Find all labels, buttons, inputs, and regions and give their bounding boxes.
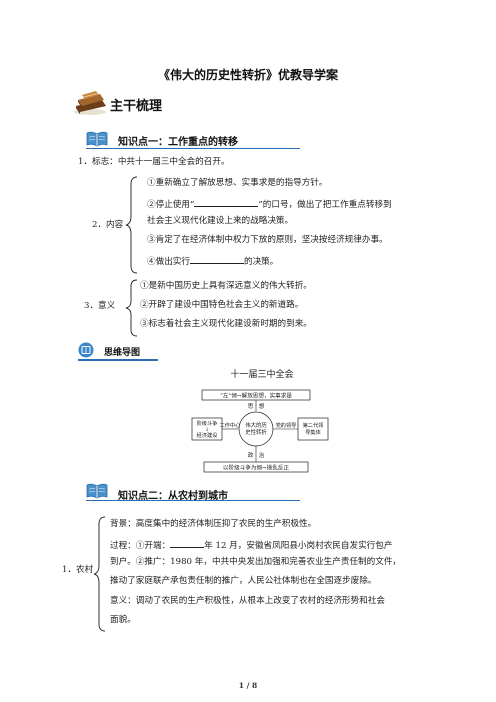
open-book-icon <box>86 483 108 499</box>
fill-blank[interactable] <box>170 538 205 548</box>
mindmap-box-left-1: 阶级斗争 <box>197 419 218 427</box>
kp1-item2-line2: ②停止使用“”的口号，做出了把工作重点转移到 <box>147 197 392 211</box>
kp2-line2: 过程：①开端：年 12 月，安徽省凤阳县小岗村农民自发实行包产 <box>110 538 392 552</box>
page-number: 1 / 8 <box>238 681 258 690</box>
open-book-icon <box>86 131 108 147</box>
fill-blank[interactable] <box>194 197 259 207</box>
kp2-heading: 知识点二：从农村到城市 <box>118 491 228 502</box>
brace-icon <box>125 176 138 274</box>
mindmap-diagram: 十一届三中全会 “左”倾→解放思想，实事求是 思 想 阶级斗争 ↓ 经济建设 工… <box>191 368 329 473</box>
mindmap-work: 工作中心 <box>220 421 241 429</box>
kp1-heading: 知识点一：工作重点的转移 <box>118 137 238 148</box>
page-title: 《伟大的历史性转折》优教导学案 <box>157 68 338 82</box>
mindmap-box-left-2: ↓ <box>205 427 209 433</box>
mindmap-politics: 政 治 <box>248 451 265 459</box>
kp1-item3-line2: ②开辟了建设中国特色社会主义的新道路。 <box>140 300 304 310</box>
brace-icon <box>125 279 138 337</box>
kp1-item2-line4: ③肯定了在经济体制中权力下放的原则，坚决按经济规律办事。 <box>147 235 388 245</box>
mindmap-box-right-2: 导集体 <box>305 428 321 436</box>
mindmap-top: 十一届三中全会 <box>230 368 293 380</box>
mindmap-box-top: “左”倾→解放思想，实事求是 <box>220 392 292 400</box>
kp2-line1: 背景：高度集中的经济体制压抑了农民的生产积极性。 <box>110 519 317 529</box>
kp1-item2-label: 2．内容 <box>92 220 124 230</box>
kp2-line4: 推动了家庭联产承包责任制的推广，人民公社体制也在全国逐步废除。 <box>110 576 377 586</box>
mindmap-center-1: 伟大的历 <box>245 421 267 429</box>
kp1-item1: 1．标志：中共十一届三中全会的召开。 <box>78 157 230 167</box>
fill-blank[interactable] <box>189 254 244 264</box>
mindmap-heading: 思维导图 <box>104 348 141 358</box>
kp1-underline <box>86 148 300 149</box>
kp1-item2-line3: 社会主义现代化建设上来的战略决策。 <box>147 216 294 226</box>
kp2-item1-label: 1．农村 <box>62 565 94 575</box>
mindmap-box-right-1: 第二代领 <box>303 421 324 429</box>
mindmap-center-2: 史性转折 <box>245 428 267 436</box>
kp2-underline <box>86 500 300 501</box>
kp2-line3: 到户。②推广：1980 年，中共中央发出加强和完善农业生产责任制的文件， <box>110 557 402 567</box>
kp1-item3-line3: ③标志着社会主义现代化建设新时期的到来。 <box>140 319 312 329</box>
kp1-item2-line5: ④做出实行的决策。 <box>147 254 278 268</box>
brace-icon <box>93 516 106 632</box>
mindmap-box-left-3: 经济建设 <box>197 431 218 439</box>
kp1-item2-line1: ①重新确立了解放思想、实事求是的指导方针。 <box>147 178 328 188</box>
main-section-label: 主干梳理 <box>110 99 163 114</box>
mindmap-box-bottom: 以阶级斗争为纲→拨乱反正 <box>223 464 290 472</box>
mindmap-leader: 党的领导 <box>276 421 297 429</box>
mindmap-underline <box>78 359 158 361</box>
mindmap-icon <box>78 342 94 358</box>
kp2-line5: 意义：调动了农民的生产积极性，从根本上改变了农村的经济形势和社会 <box>110 596 386 606</box>
kp1-item3-line1: ①是新中国历史上具有深远意义的伟大转折。 <box>140 281 312 291</box>
kp1-item3-label: 3．意义 <box>84 301 116 311</box>
book-stack-icon <box>74 91 106 115</box>
kp2-line6: 面貌。 <box>110 615 136 625</box>
mindmap-thought: 思 想 <box>248 402 265 410</box>
